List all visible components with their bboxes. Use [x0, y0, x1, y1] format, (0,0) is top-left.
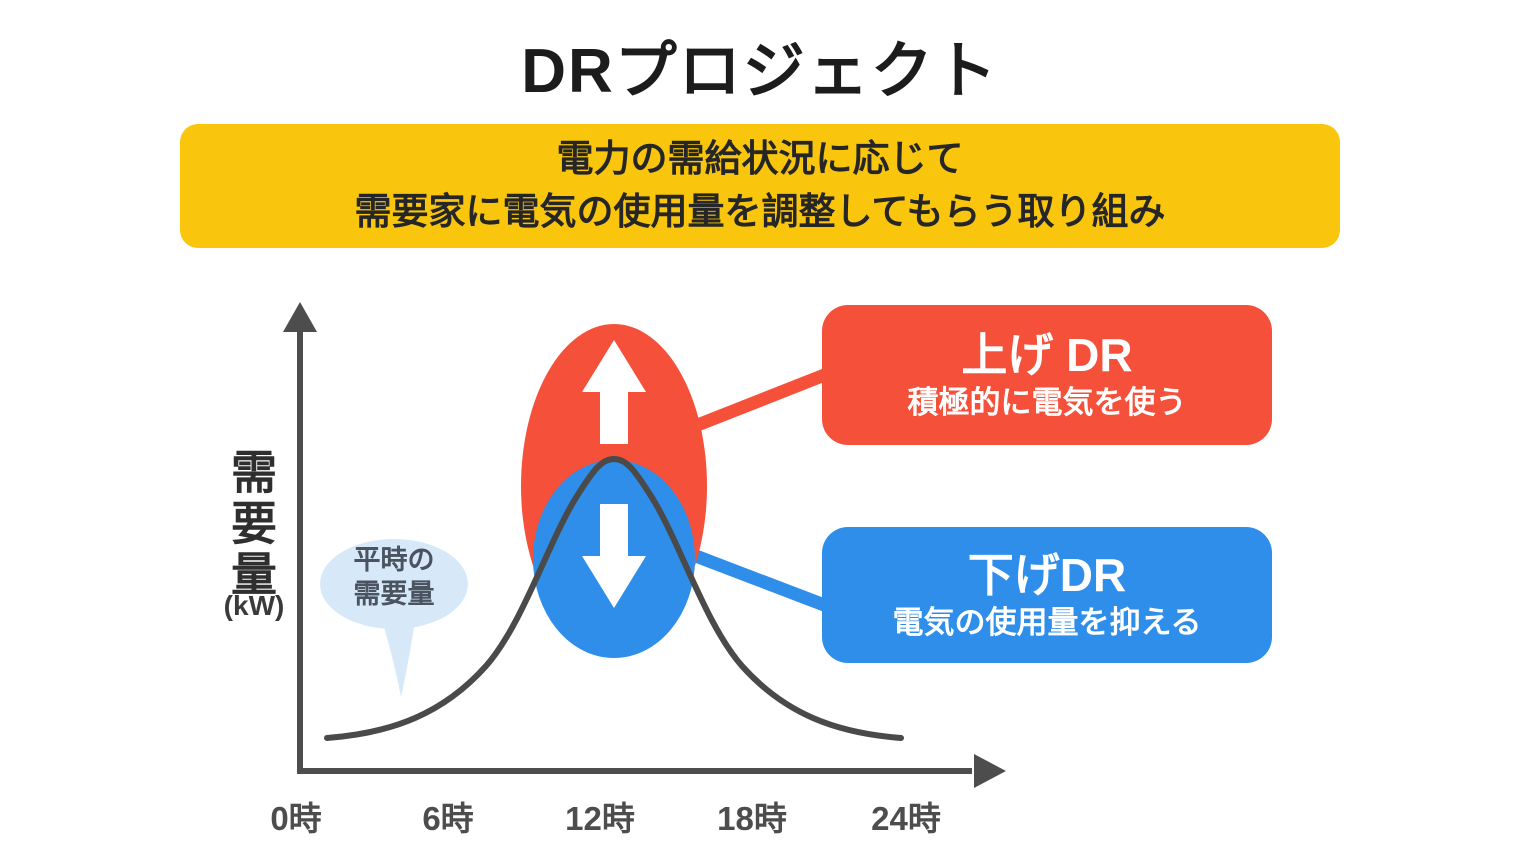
x-tick-6: 6時	[422, 800, 474, 837]
summary-banner-line2: 需要家に電気の使用量を調整してもらう取り組み	[354, 191, 1166, 232]
demand-curve	[324, 455, 904, 741]
x-tick-12: 12時	[565, 800, 635, 837]
x-axis-arrowhead-icon	[974, 754, 1006, 788]
x-tick-18: 18時	[717, 800, 787, 837]
down-arrow-icon	[582, 504, 646, 608]
bubble-line1: 平時の	[353, 545, 435, 575]
y-axis-arrowhead-icon	[283, 302, 317, 332]
summary-banner: 電力の需給状況に応じて 需要家に電気の使用量を調整してもらう取り組み	[180, 124, 1340, 248]
up-dr-title: 上げ DR	[961, 328, 1133, 381]
normal-demand-bubble: 平時の 需要量	[319, 543, 469, 612]
page-title: DRプロジェクト	[521, 37, 999, 106]
bubble-ellipse	[320, 539, 468, 629]
down-dr-subtitle: 電気の使用量を抑える	[892, 604, 1202, 640]
up-dr-subtitle: 積極的に電気を使う	[907, 384, 1187, 420]
x-tick-24: 24時	[871, 800, 941, 837]
y-axis-label: 需要量	[225, 448, 277, 601]
down-dr-title: 下げDR	[967, 548, 1127, 601]
up-dr-connector-line	[687, 365, 835, 435]
down-dr-callout: 下げDR 電気の使用量を抑える	[822, 527, 1272, 663]
up-arrow-icon	[582, 340, 646, 444]
up-dr-callout: 上げ DR 積極的に電気を使う	[822, 305, 1272, 445]
y-axis-unit: (kW)	[223, 590, 285, 621]
x-tick-0: 0時	[270, 800, 322, 837]
summary-banner-line1: 電力の需給状況に応じて	[556, 138, 964, 180]
down-dr-connector-line	[685, 546, 835, 615]
axis-lines	[297, 330, 972, 774]
bubble-line2: 需要量	[353, 579, 435, 610]
bubble-tail	[381, 615, 416, 697]
